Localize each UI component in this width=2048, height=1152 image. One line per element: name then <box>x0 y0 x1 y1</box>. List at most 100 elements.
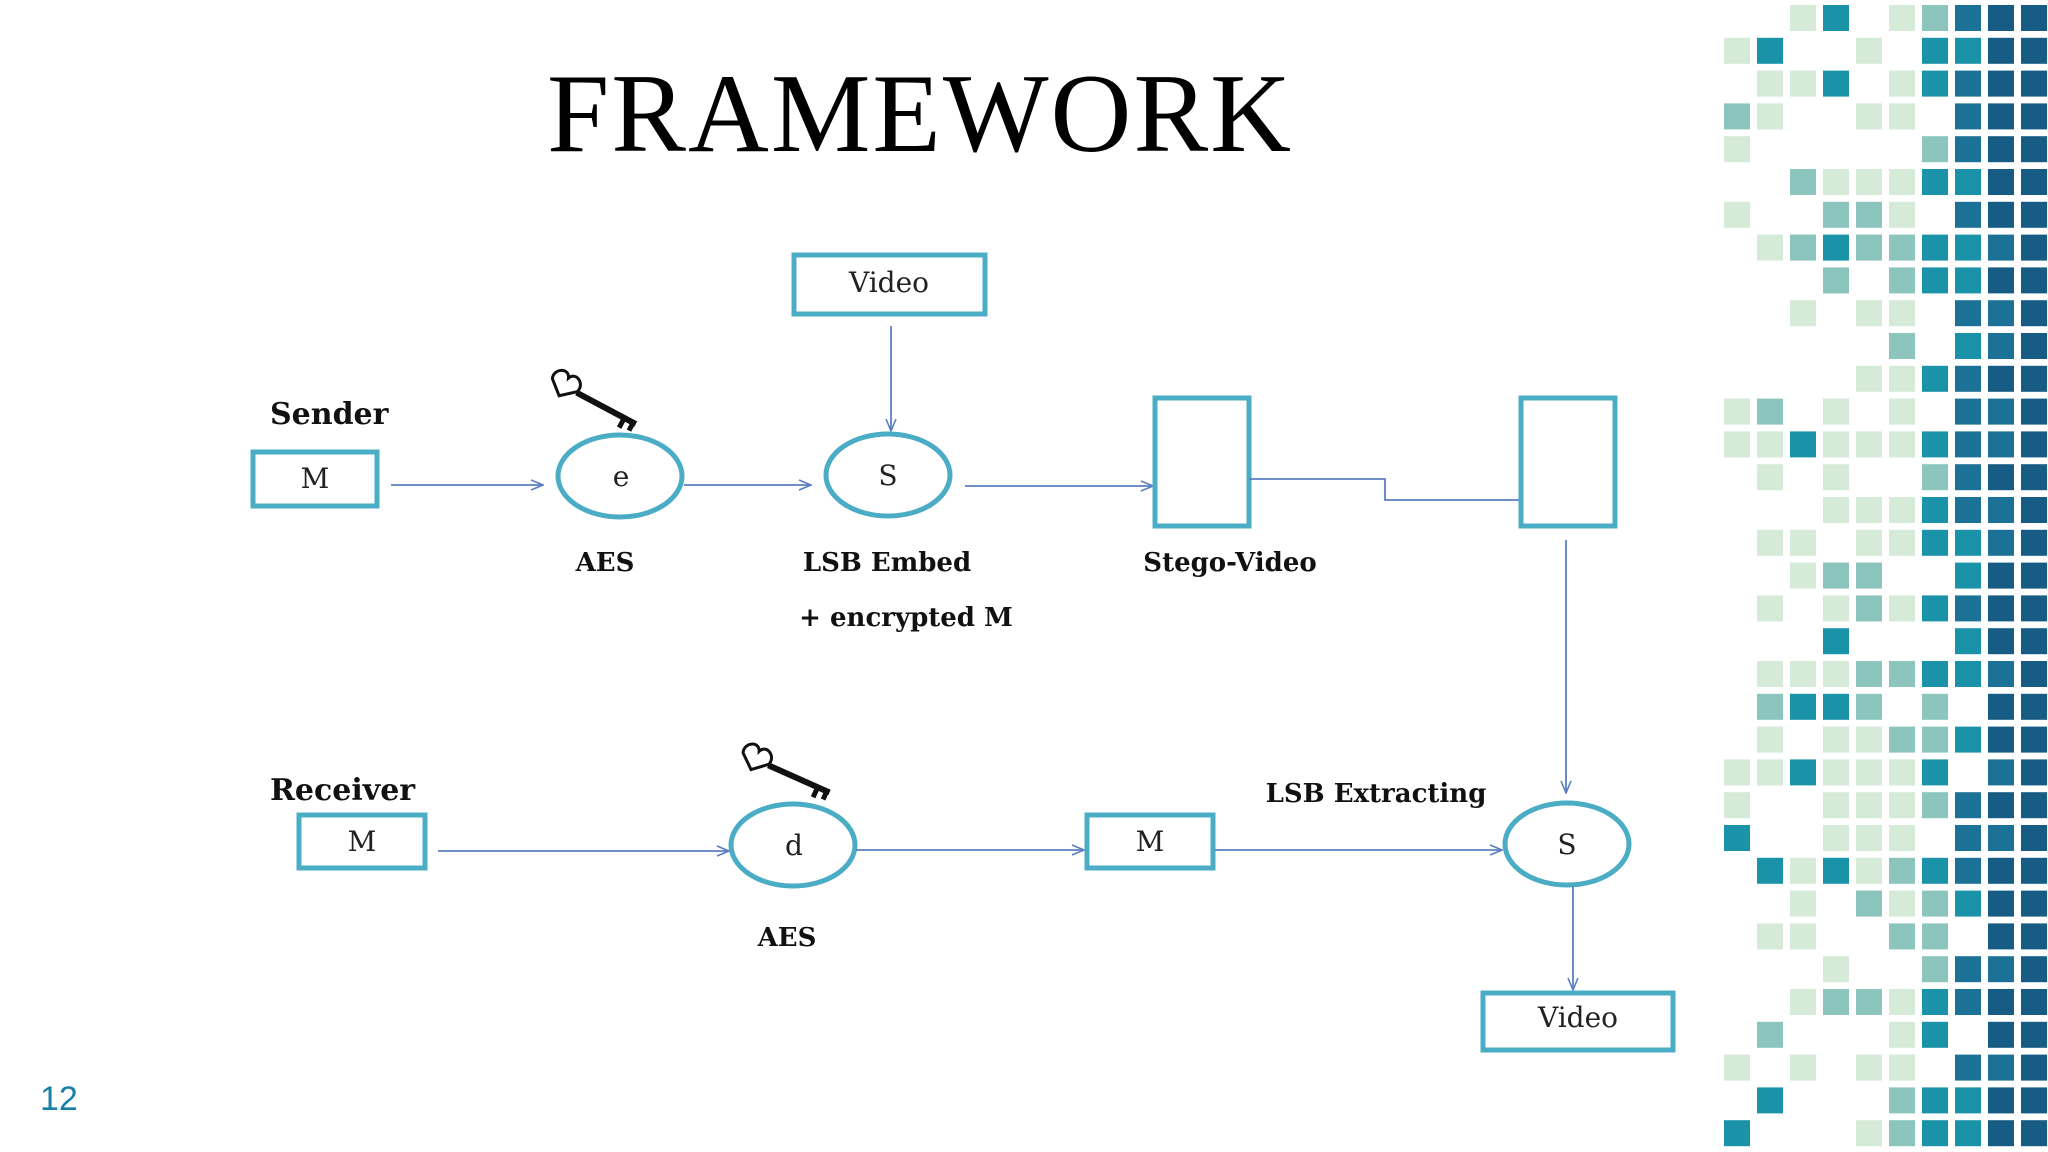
transmission-line <box>1249 478 1521 501</box>
mosaic-tile <box>1922 169 1948 195</box>
mosaic-tile <box>1757 1021 1783 1048</box>
mosaic-tile <box>1856 529 1882 556</box>
mosaic-tile <box>1988 267 2014 294</box>
mosaic-tile <box>1724 431 1750 458</box>
mosaic-tile <box>1988 201 2014 228</box>
mosaic-tile <box>1955 234 1981 261</box>
mosaic-tile <box>1823 5 1849 31</box>
mosaic-tile <box>1856 792 1882 819</box>
mosaic-tile <box>1790 923 1816 950</box>
mosaic-tile <box>1988 890 2014 917</box>
mosaic-tile <box>2021 333 2047 359</box>
mosaic-tile <box>1889 365 1915 392</box>
mosaic-tile <box>1988 70 2014 97</box>
mosaic-tile <box>1889 169 1915 195</box>
mosaic-tile <box>1889 267 1915 294</box>
mosaic-tile <box>1922 70 1948 97</box>
mosaic-tile <box>1757 398 1783 425</box>
mosaic-tile <box>1856 989 1882 1015</box>
mosaic-tile <box>1955 529 1981 556</box>
mosaic-tile <box>1988 5 2014 31</box>
mosaic-tile <box>1856 759 1882 786</box>
sender-video-text: Video <box>848 266 929 299</box>
mosaic-tile <box>1922 759 1948 786</box>
mosaic-tile <box>1922 136 1948 163</box>
encrypt-node-text: e <box>613 460 630 493</box>
mosaic-tile <box>1724 37 1750 64</box>
mosaic-tile <box>2021 857 2047 884</box>
mosaic-tile <box>1955 497 1981 523</box>
mosaic-tile <box>1856 595 1882 622</box>
mosaic-tile <box>1856 1054 1882 1081</box>
sender-message-text: M <box>301 462 330 495</box>
mosaic-tile <box>1988 103 2014 130</box>
mosaic-tile <box>1757 431 1783 458</box>
mosaic-tile <box>2021 1021 2047 1048</box>
mosaic-tile <box>1922 1120 1948 1147</box>
mosaic-tile <box>1988 923 2014 950</box>
embed-node <box>823 431 953 519</box>
mosaic-tile <box>1823 825 1849 851</box>
mosaic-tile <box>1955 595 1981 622</box>
mosaic-tile <box>1955 956 1981 983</box>
mosaic-tile <box>1856 497 1882 523</box>
mosaic-tile <box>1922 726 1948 753</box>
mosaic-tile <box>1889 431 1915 458</box>
mosaic-tile <box>1757 661 1783 687</box>
mosaic-tile <box>1955 103 1981 130</box>
mosaic-tile <box>2021 365 2047 392</box>
receiver-message-box <box>296 812 428 871</box>
encrypt-label: AES <box>575 548 635 578</box>
mosaic-tile <box>1724 1054 1750 1081</box>
sender-label: Sender <box>270 397 390 432</box>
mosaic-tile <box>1988 661 2014 687</box>
mosaic-tile <box>1856 693 1882 720</box>
mosaic-tile <box>2021 431 2047 458</box>
mosaic-tile <box>1790 5 1816 31</box>
mosaic-tile <box>1757 37 1783 64</box>
stego-video-box <box>1152 395 1252 529</box>
mosaic-tile <box>1856 365 1882 392</box>
mosaic-tile <box>1856 169 1882 195</box>
mosaic-tile <box>1823 464 1849 491</box>
mosaic-tile <box>1988 365 2014 392</box>
mosaic-tile <box>1889 857 1915 884</box>
mosaic-tile <box>1823 267 1849 294</box>
mosaic-tile <box>1988 464 2014 491</box>
mosaic-tile <box>1790 562 1816 589</box>
mosaic-tile <box>1889 70 1915 97</box>
mosaic-tile <box>1889 923 1915 950</box>
mosaic-tile <box>2021 726 2047 753</box>
mosaic-tile <box>1856 661 1882 687</box>
mosaic-tile <box>1856 1120 1882 1147</box>
mosaic-tile <box>1889 759 1915 786</box>
mosaic-tile <box>1757 1087 1783 1114</box>
mosaic-tile <box>1988 300 2014 327</box>
mosaic-tile <box>1724 792 1750 819</box>
mosaic-tile <box>1790 693 1816 720</box>
mosaic-tile <box>1955 464 1981 491</box>
mosaic-tile <box>1988 759 2014 786</box>
mosaic-tile <box>1889 825 1915 851</box>
mosaic-tile <box>1790 70 1816 97</box>
mosaic-tile <box>1823 201 1849 228</box>
embed-label: LSB Embed <box>803 548 971 578</box>
mosaic-tile <box>1757 759 1783 786</box>
extracted-message-text: M <box>1136 825 1165 858</box>
mosaic-tile <box>1889 890 1915 917</box>
mosaic-tile <box>2021 562 2047 589</box>
mosaic-tile <box>1922 234 1948 261</box>
mosaic-tile <box>1922 595 1948 622</box>
mosaic-tile <box>1724 1120 1750 1147</box>
mosaic-tile <box>1823 693 1849 720</box>
mosaic-tile <box>1955 136 1981 163</box>
mosaic-tile <box>1988 956 2014 983</box>
mosaic-tile <box>2021 267 2047 294</box>
mosaic-tile <box>1823 792 1849 819</box>
mosaic-tile <box>2021 923 2047 950</box>
mosaic-tile <box>2021 890 2047 917</box>
mosaic-tile <box>1889 661 1915 687</box>
sender-message-box <box>250 449 380 509</box>
mosaic-tile <box>2021 1087 2047 1114</box>
